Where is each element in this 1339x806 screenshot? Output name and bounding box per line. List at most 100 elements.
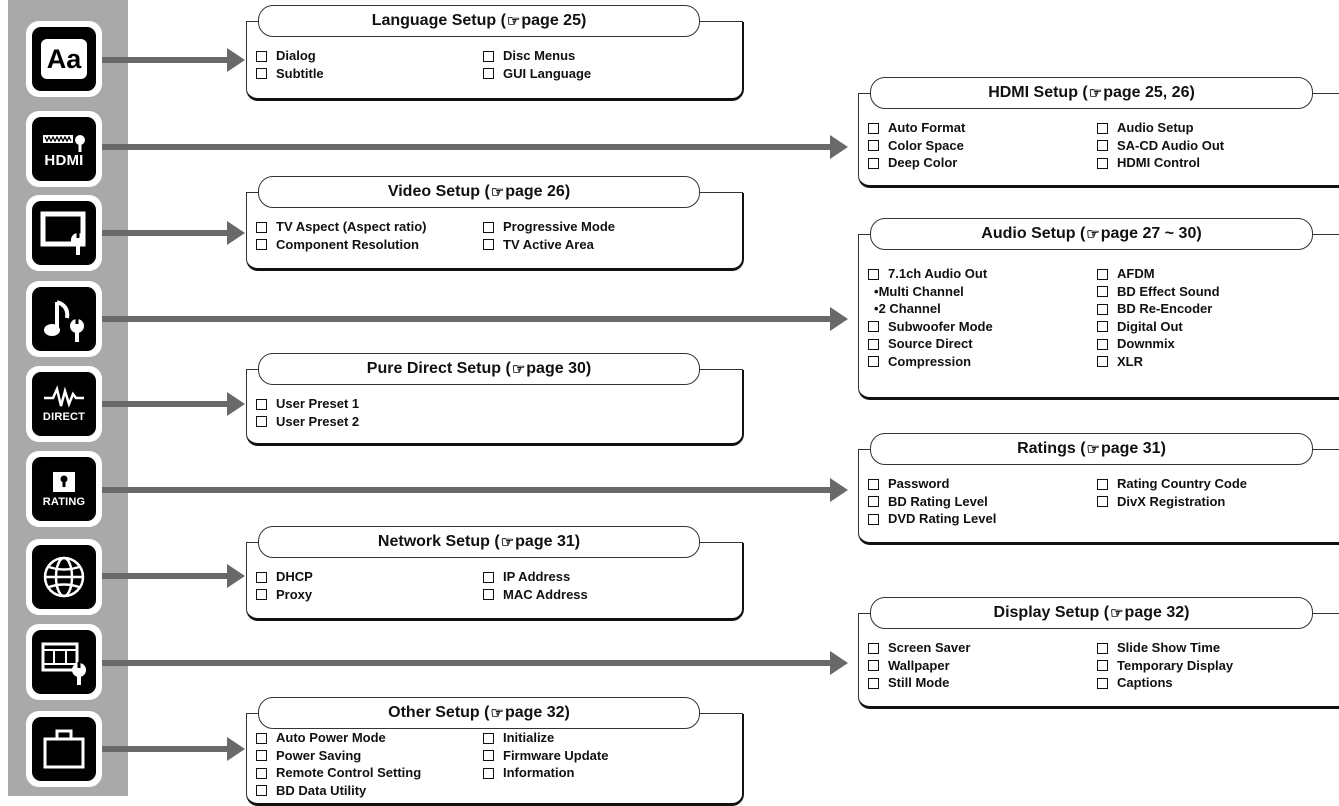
title-text: Language Setup (	[371, 12, 506, 29]
item-label: GUI Language	[503, 65, 592, 81]
page-ref-text: page 32)	[504, 704, 570, 721]
list-item: Downmix	[1097, 335, 1220, 353]
item-label: BD Re-Encoder	[1117, 301, 1213, 316]
checkbox-icon	[1097, 122, 1108, 134]
hdmi-col2: Audio Setup SA-CD Audio Out HDMI Control	[1097, 119, 1224, 172]
item-label: DivX Registration	[1117, 493, 1226, 509]
list-item: Auto Format	[868, 119, 965, 137]
checkbox-icon	[868, 642, 879, 654]
checkbox-icon	[483, 571, 494, 583]
ratings-title: Ratings (☞page 31)	[870, 433, 1313, 465]
list-item: BD Re-Encoder	[1097, 300, 1220, 318]
page-ref-icon: ☞	[490, 184, 505, 201]
tab-line	[858, 613, 870, 614]
page-ref-icon: ☞	[1086, 226, 1100, 243]
display-icon[interactable]	[26, 624, 102, 700]
title-text: Display Setup (	[993, 604, 1110, 621]
audio-col2: AFDM BD Effect Sound BD Re-Encoder Digit…	[1097, 265, 1220, 370]
list-item: Subtitle	[256, 65, 324, 83]
list-item: User Preset 2	[256, 413, 359, 431]
language-icon-glyph: Aa	[41, 39, 87, 79]
list-item: Wallpaper	[868, 657, 970, 675]
item-label: Firmware Update	[503, 747, 609, 763]
ratings-panel: Ratings (☞page 31) Password BD Rating Le…	[858, 433, 1339, 545]
tab-line	[246, 369, 258, 370]
page-ref-text: page 30)	[526, 360, 592, 377]
list-item: Compression	[868, 353, 993, 371]
checkbox-icon	[868, 478, 879, 490]
hdmi-icon[interactable]: HDMI	[26, 111, 102, 187]
checkbox-icon	[868, 268, 879, 280]
item-label: Disc Menus	[503, 48, 576, 63]
page-ref-icon: ☞	[500, 534, 515, 551]
other-icon[interactable]	[26, 711, 102, 787]
music-note-wrench-glyph	[44, 300, 84, 342]
item-label: DHCP	[276, 569, 313, 584]
video-arrow	[102, 221, 245, 245]
audio-icon[interactable]	[26, 281, 102, 357]
item-label: Auto Power Mode	[276, 730, 386, 745]
checkbox-icon	[483, 50, 494, 62]
item-label: Information	[503, 765, 575, 780]
item-label: BD Rating Level	[888, 493, 988, 509]
item-label: BD Data Utility	[276, 782, 367, 798]
language-setup-panel: Language Setup (☞page 25) Dialog Subtitl…	[246, 5, 744, 101]
list-item: Slide Show Time	[1097, 639, 1233, 657]
item-label: SA-CD Audio Out	[1117, 137, 1225, 153]
page-ref-icon: ☞	[511, 361, 526, 378]
rating-icon[interactable]: RATING	[26, 451, 102, 527]
list-item: XLR	[1097, 353, 1220, 371]
checkbox-icon	[868, 140, 879, 152]
item-label: Color Space	[888, 137, 964, 153]
item-label: Compression	[888, 353, 972, 369]
checkbox-icon	[1097, 356, 1108, 368]
list-item: Remote Control Setting	[256, 764, 421, 782]
checkbox-icon	[1097, 268, 1108, 280]
hdmi-connector-glyph	[43, 135, 85, 152]
audio-setup-title: Audio Setup (☞page 27 ~ 30)	[870, 218, 1313, 250]
item-label: Power Saving	[276, 747, 362, 763]
language-icon[interactable]: Aa	[26, 21, 102, 97]
puredirect-col1: User Preset 1 User Preset 2	[256, 395, 359, 430]
title-text: Audio Setup (	[981, 225, 1086, 242]
checkbox-icon	[256, 221, 267, 233]
checkbox-icon	[868, 157, 879, 169]
list-item: HDMI Control	[1097, 154, 1224, 172]
list-item: Captions	[1097, 674, 1233, 692]
list-item: Password	[868, 475, 996, 493]
checkbox-icon	[256, 398, 267, 410]
checkbox-icon	[1097, 660, 1108, 672]
item-label: Deep Color	[888, 155, 958, 170]
language-arrow	[102, 48, 245, 72]
item-label: User Preset 2	[276, 413, 360, 429]
network-col2: IP Address MAC Address	[483, 568, 588, 603]
item-label: Slide Show Time	[1117, 640, 1221, 655]
checkbox-icon	[1097, 140, 1108, 152]
direct-icon[interactable]: DIRECT	[26, 366, 102, 442]
checkbox-icon	[256, 785, 267, 797]
list-item: GUI Language	[483, 65, 591, 83]
item-label: DVD Rating Level	[888, 511, 997, 526]
list-item: Proxy	[256, 586, 313, 604]
title-text: Ratings (	[1017, 440, 1086, 457]
item-label: BD Effect Sound	[1117, 283, 1220, 299]
language-setup-title: Language Setup (☞page 25)	[258, 5, 700, 37]
hdmi-setup-title: HDMI Setup (☞page 25, 26)	[870, 77, 1313, 109]
checkbox-icon	[256, 50, 267, 62]
video-setup-panel: Video Setup (☞page 26) TV Aspect (Aspect…	[246, 176, 744, 271]
audio-setup-panel: Audio Setup (☞page 27 ~ 30) 7.1ch Audio …	[858, 218, 1339, 400]
tab-line	[1311, 613, 1339, 614]
item-label: Remote Control Setting	[276, 765, 422, 780]
item-label: AFDM	[1117, 266, 1155, 281]
other-col1: Auto Power Mode Power Saving Remote Cont…	[256, 729, 421, 799]
network-icon[interactable]	[26, 539, 102, 615]
hdmi-arrow	[102, 135, 848, 159]
page-ref-text: page 25)	[521, 12, 587, 29]
video-icon[interactable]	[26, 195, 102, 271]
checkbox-icon	[1097, 157, 1108, 169]
display-setup-panel: Display Setup (☞page 32) Screen Saver Wa…	[858, 597, 1339, 709]
waveform-glyph	[44, 385, 84, 408]
other-setup-title: Other Setup (☞page 32)	[258, 697, 700, 729]
checkbox-icon	[256, 732, 267, 744]
network-arrow	[102, 564, 245, 588]
